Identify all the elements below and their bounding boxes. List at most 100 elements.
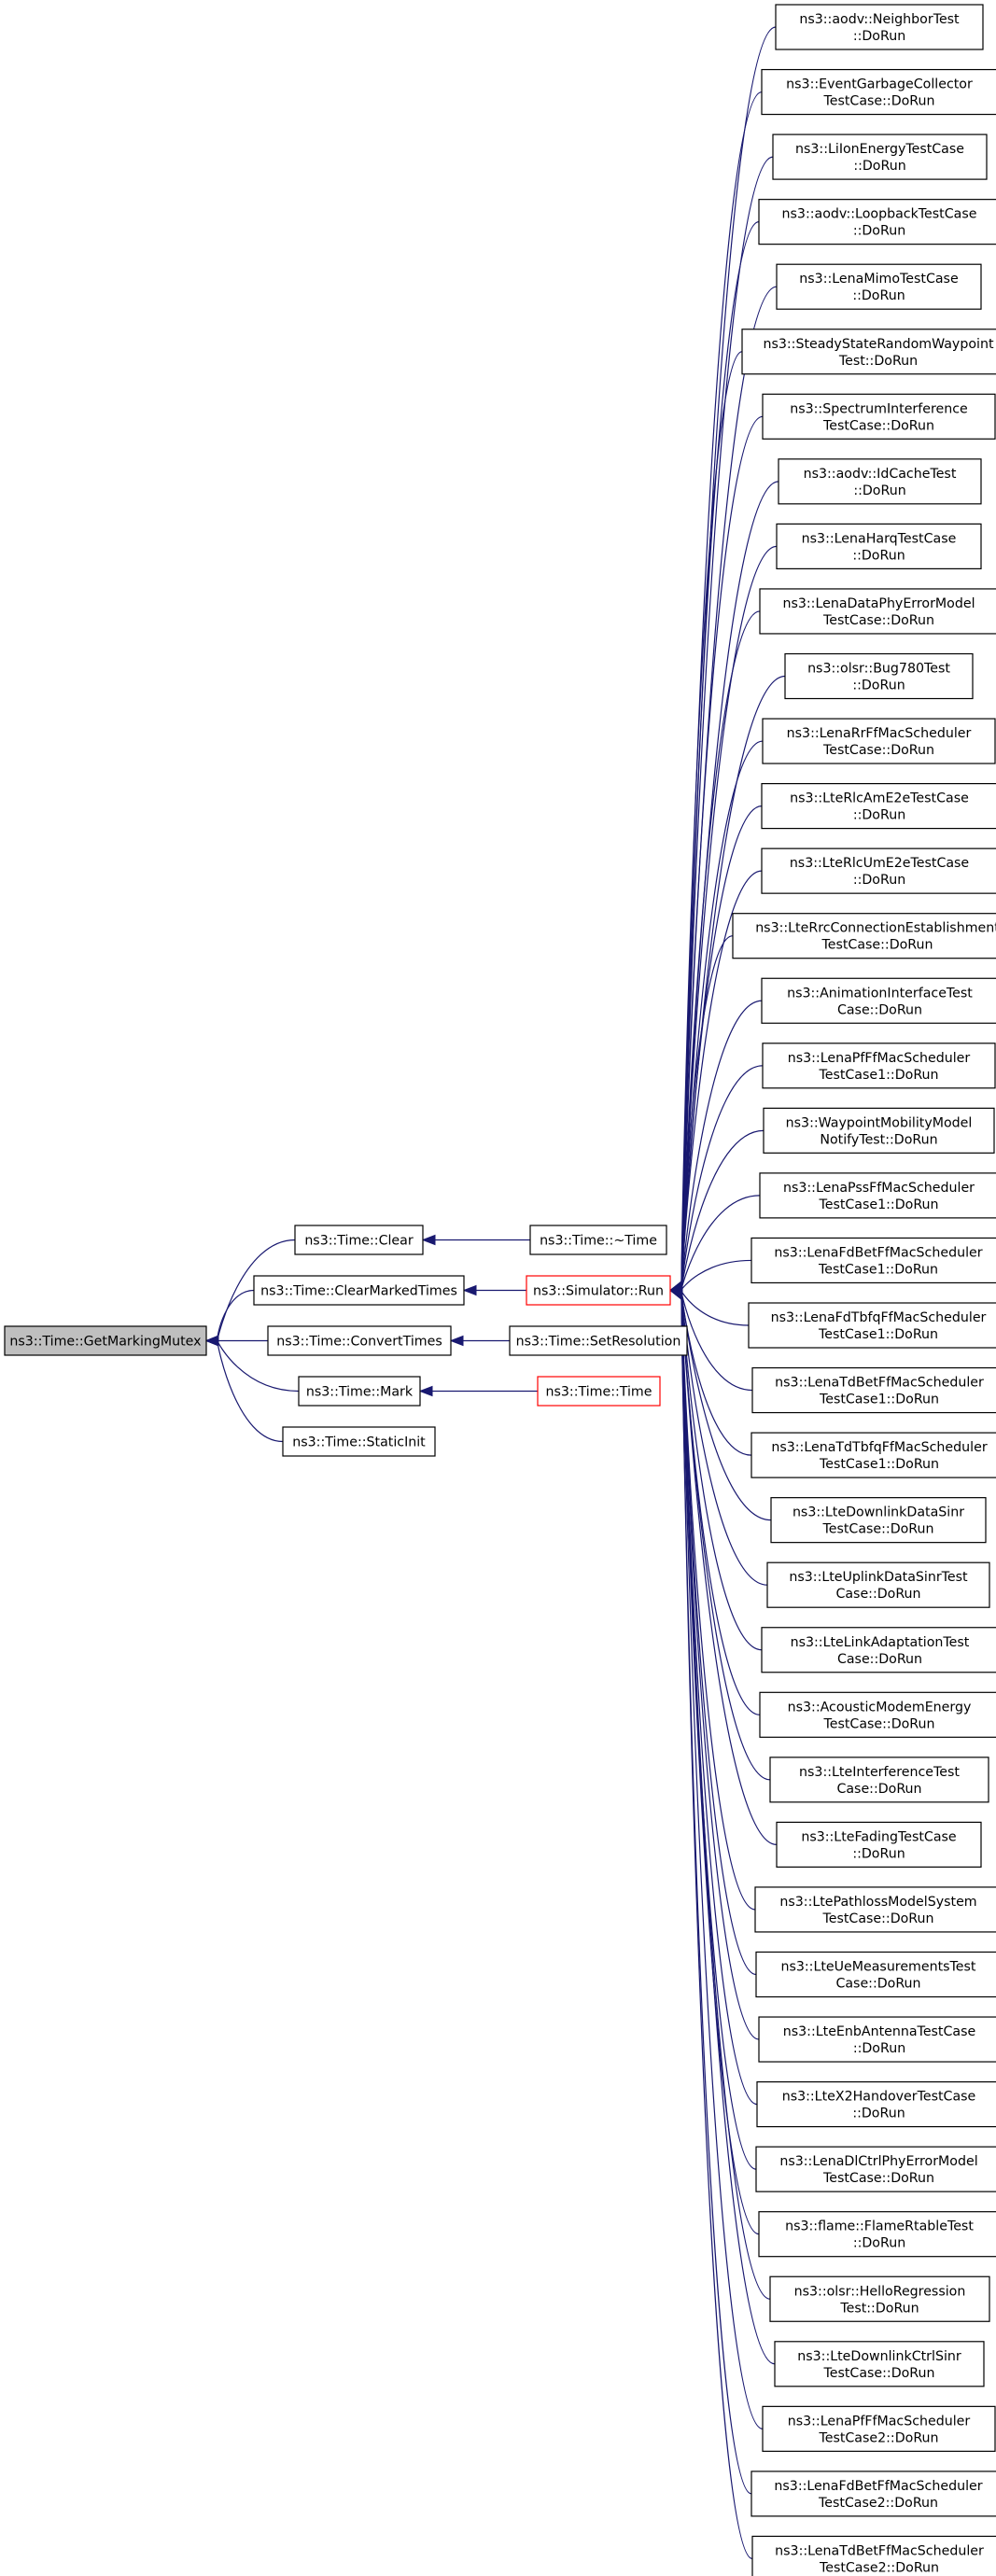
node-r10[interactable]: ns3::olsr::Bug780Test::DoRun bbox=[784, 652, 974, 700]
node-r18[interactable]: ns3::LenaPssFfMacSchedulerTestCase1::DoR… bbox=[759, 1172, 996, 1219]
node-r38[interactable]: ns3::LenaFdBetFfMacSchedulerTestCase2::D… bbox=[751, 2471, 996, 2517]
node-r4[interactable]: ns3::LenaMimoTestCase::DoRun bbox=[776, 263, 982, 310]
node-box[interactable] bbox=[529, 1225, 667, 1255]
node-box[interactable] bbox=[758, 2211, 996, 2258]
node-box[interactable] bbox=[741, 329, 996, 375]
node-box[interactable] bbox=[761, 847, 996, 894]
node-box[interactable] bbox=[751, 2535, 996, 2576]
node-box[interactable] bbox=[762, 2405, 996, 2452]
node-r12[interactable]: ns3::LteRlcAmE2eTestCase::DoRun bbox=[761, 782, 996, 830]
node-box[interactable] bbox=[253, 1275, 465, 1306]
node-r28[interactable]: ns3::LteFadingTestCase::DoRun bbox=[776, 1821, 982, 1869]
node-dtor[interactable]: ns3::Time::~Time bbox=[529, 1225, 667, 1255]
node-box[interactable] bbox=[769, 1757, 989, 1803]
node-getmarkingmutex[interactable]: ns3::Time::GetMarkingMutex bbox=[4, 1325, 207, 1356]
node-time[interactable]: ns3::Time::Time bbox=[537, 1376, 661, 1407]
node-box[interactable] bbox=[758, 2016, 996, 2063]
node-r8[interactable]: ns3::LenaHarqTestCase::DoRun bbox=[776, 523, 982, 570]
node-box[interactable] bbox=[748, 1302, 996, 1349]
node-r7[interactable]: ns3::aodv::IdCacheTest::DoRun bbox=[778, 458, 982, 505]
node-box[interactable] bbox=[776, 523, 982, 570]
node-box[interactable] bbox=[766, 1561, 990, 1608]
node-box[interactable] bbox=[751, 1237, 996, 1284]
node-box[interactable] bbox=[778, 458, 982, 505]
node-clear[interactable]: ns3::Time::Clear bbox=[294, 1225, 424, 1255]
node-r2[interactable]: ns3::LiIonEnergyTestCase::DoRun bbox=[772, 133, 988, 180]
node-box[interactable] bbox=[537, 1376, 661, 1407]
node-box[interactable] bbox=[732, 913, 996, 959]
node-box[interactable] bbox=[298, 1376, 421, 1407]
node-box[interactable] bbox=[758, 199, 996, 245]
node-box[interactable] bbox=[751, 1366, 996, 1414]
node-box[interactable] bbox=[762, 1043, 996, 1089]
node-box[interactable] bbox=[755, 1951, 996, 1998]
node-r5[interactable]: ns3::SteadyStateRandomWaypointTest::DoRu… bbox=[741, 329, 996, 375]
node-box[interactable] bbox=[526, 1275, 671, 1306]
node-r14[interactable]: ns3::LteRrcConnectionEstablishmentTestCa… bbox=[732, 913, 996, 959]
node-r19[interactable]: ns3::LenaFdBetFfMacSchedulerTestCase1::D… bbox=[751, 1237, 996, 1284]
node-box[interactable] bbox=[772, 133, 988, 180]
node-r20[interactable]: ns3::LenaFdTbfqFfMacSchedulerTestCase1::… bbox=[748, 1302, 996, 1349]
node-staticinit[interactable]: ns3::Time::StaticInit bbox=[282, 1426, 436, 1457]
node-box[interactable] bbox=[754, 1886, 996, 1933]
node-r37[interactable]: ns3::LenaPfFfMacSchedulerTestCase2::DoRu… bbox=[762, 2405, 996, 2452]
node-box[interactable] bbox=[761, 1627, 996, 1673]
node-clearmarked[interactable]: ns3::Time::ClearMarkedTimes bbox=[253, 1275, 465, 1306]
node-r39[interactable]: ns3::LenaTdBetFfMacSchedulerTestCase2::D… bbox=[751, 2535, 996, 2576]
node-box[interactable] bbox=[759, 1172, 996, 1219]
node-setresolution[interactable]: ns3::Time::SetResolution bbox=[509, 1325, 688, 1356]
node-r34[interactable]: ns3::flame::FlameRtableTest::DoRun bbox=[758, 2211, 996, 2258]
node-box[interactable] bbox=[751, 2471, 996, 2517]
node-r22[interactable]: ns3::LenaTdTbfqFfMacSchedulerTestCase1::… bbox=[751, 1432, 996, 1478]
node-r29[interactable]: ns3::LtePathlossModelSystemTestCase::DoR… bbox=[754, 1886, 996, 1933]
node-box[interactable] bbox=[774, 2341, 985, 2387]
node-mark[interactable]: ns3::Time::Mark bbox=[298, 1376, 421, 1407]
node-converttimes[interactable]: ns3::Time::ConvertTimes bbox=[267, 1325, 452, 1356]
node-box[interactable] bbox=[770, 1497, 987, 1544]
node-box[interactable] bbox=[784, 652, 974, 700]
node-r13[interactable]: ns3::LteRlcUmE2eTestCase::DoRun bbox=[761, 847, 996, 894]
node-r17[interactable]: ns3::WaypointMobilityModelNotifyTest::Do… bbox=[763, 1107, 995, 1154]
node-r31[interactable]: ns3::LteEnbAntennaTestCase::DoRun bbox=[758, 2016, 996, 2063]
node-box[interactable] bbox=[756, 2081, 996, 2128]
node-r0[interactable]: ns3::aodv::NeighborTest::DoRun bbox=[775, 4, 984, 50]
node-box[interactable] bbox=[761, 68, 996, 116]
node-box[interactable] bbox=[4, 1325, 207, 1356]
node-r3[interactable]: ns3::aodv::LoopbackTestCase::DoRun bbox=[758, 199, 996, 245]
node-r32[interactable]: ns3::LteX2HandoverTestCase::DoRun bbox=[756, 2081, 996, 2128]
node-box[interactable] bbox=[761, 977, 996, 1024]
node-box[interactable] bbox=[769, 2275, 990, 2322]
node-box[interactable] bbox=[751, 1432, 996, 1478]
node-box[interactable] bbox=[282, 1426, 436, 1457]
node-r1[interactable]: ns3::EventGarbageCollectorTestCase::DoRu… bbox=[761, 68, 996, 116]
node-box[interactable] bbox=[759, 588, 996, 635]
node-simrun[interactable]: ns3::Simulator::Run bbox=[526, 1275, 671, 1306]
node-r9[interactable]: ns3::LenaDataPhyErrorModelTestCase::DoRu… bbox=[759, 588, 996, 635]
node-box[interactable] bbox=[761, 782, 996, 830]
node-box[interactable] bbox=[775, 4, 984, 50]
node-box[interactable] bbox=[762, 718, 996, 764]
node-box[interactable] bbox=[759, 1691, 996, 1738]
node-box[interactable] bbox=[509, 1325, 688, 1356]
node-box[interactable] bbox=[763, 1107, 995, 1154]
node-box[interactable] bbox=[776, 263, 982, 310]
node-box[interactable] bbox=[294, 1225, 424, 1255]
node-box[interactable] bbox=[755, 2146, 996, 2192]
node-box[interactable] bbox=[267, 1325, 452, 1356]
node-box[interactable] bbox=[762, 393, 996, 440]
node-r33[interactable]: ns3::LenaDlCtrlPhyErrorModelTestCase::Do… bbox=[755, 2146, 996, 2192]
node-box[interactable] bbox=[776, 1821, 982, 1869]
node-r21[interactable]: ns3::LenaTdBetFfMacSchedulerTestCase1::D… bbox=[751, 1366, 996, 1414]
node-r16[interactable]: ns3::LenaPfFfMacSchedulerTestCase1::DoRu… bbox=[762, 1043, 996, 1089]
